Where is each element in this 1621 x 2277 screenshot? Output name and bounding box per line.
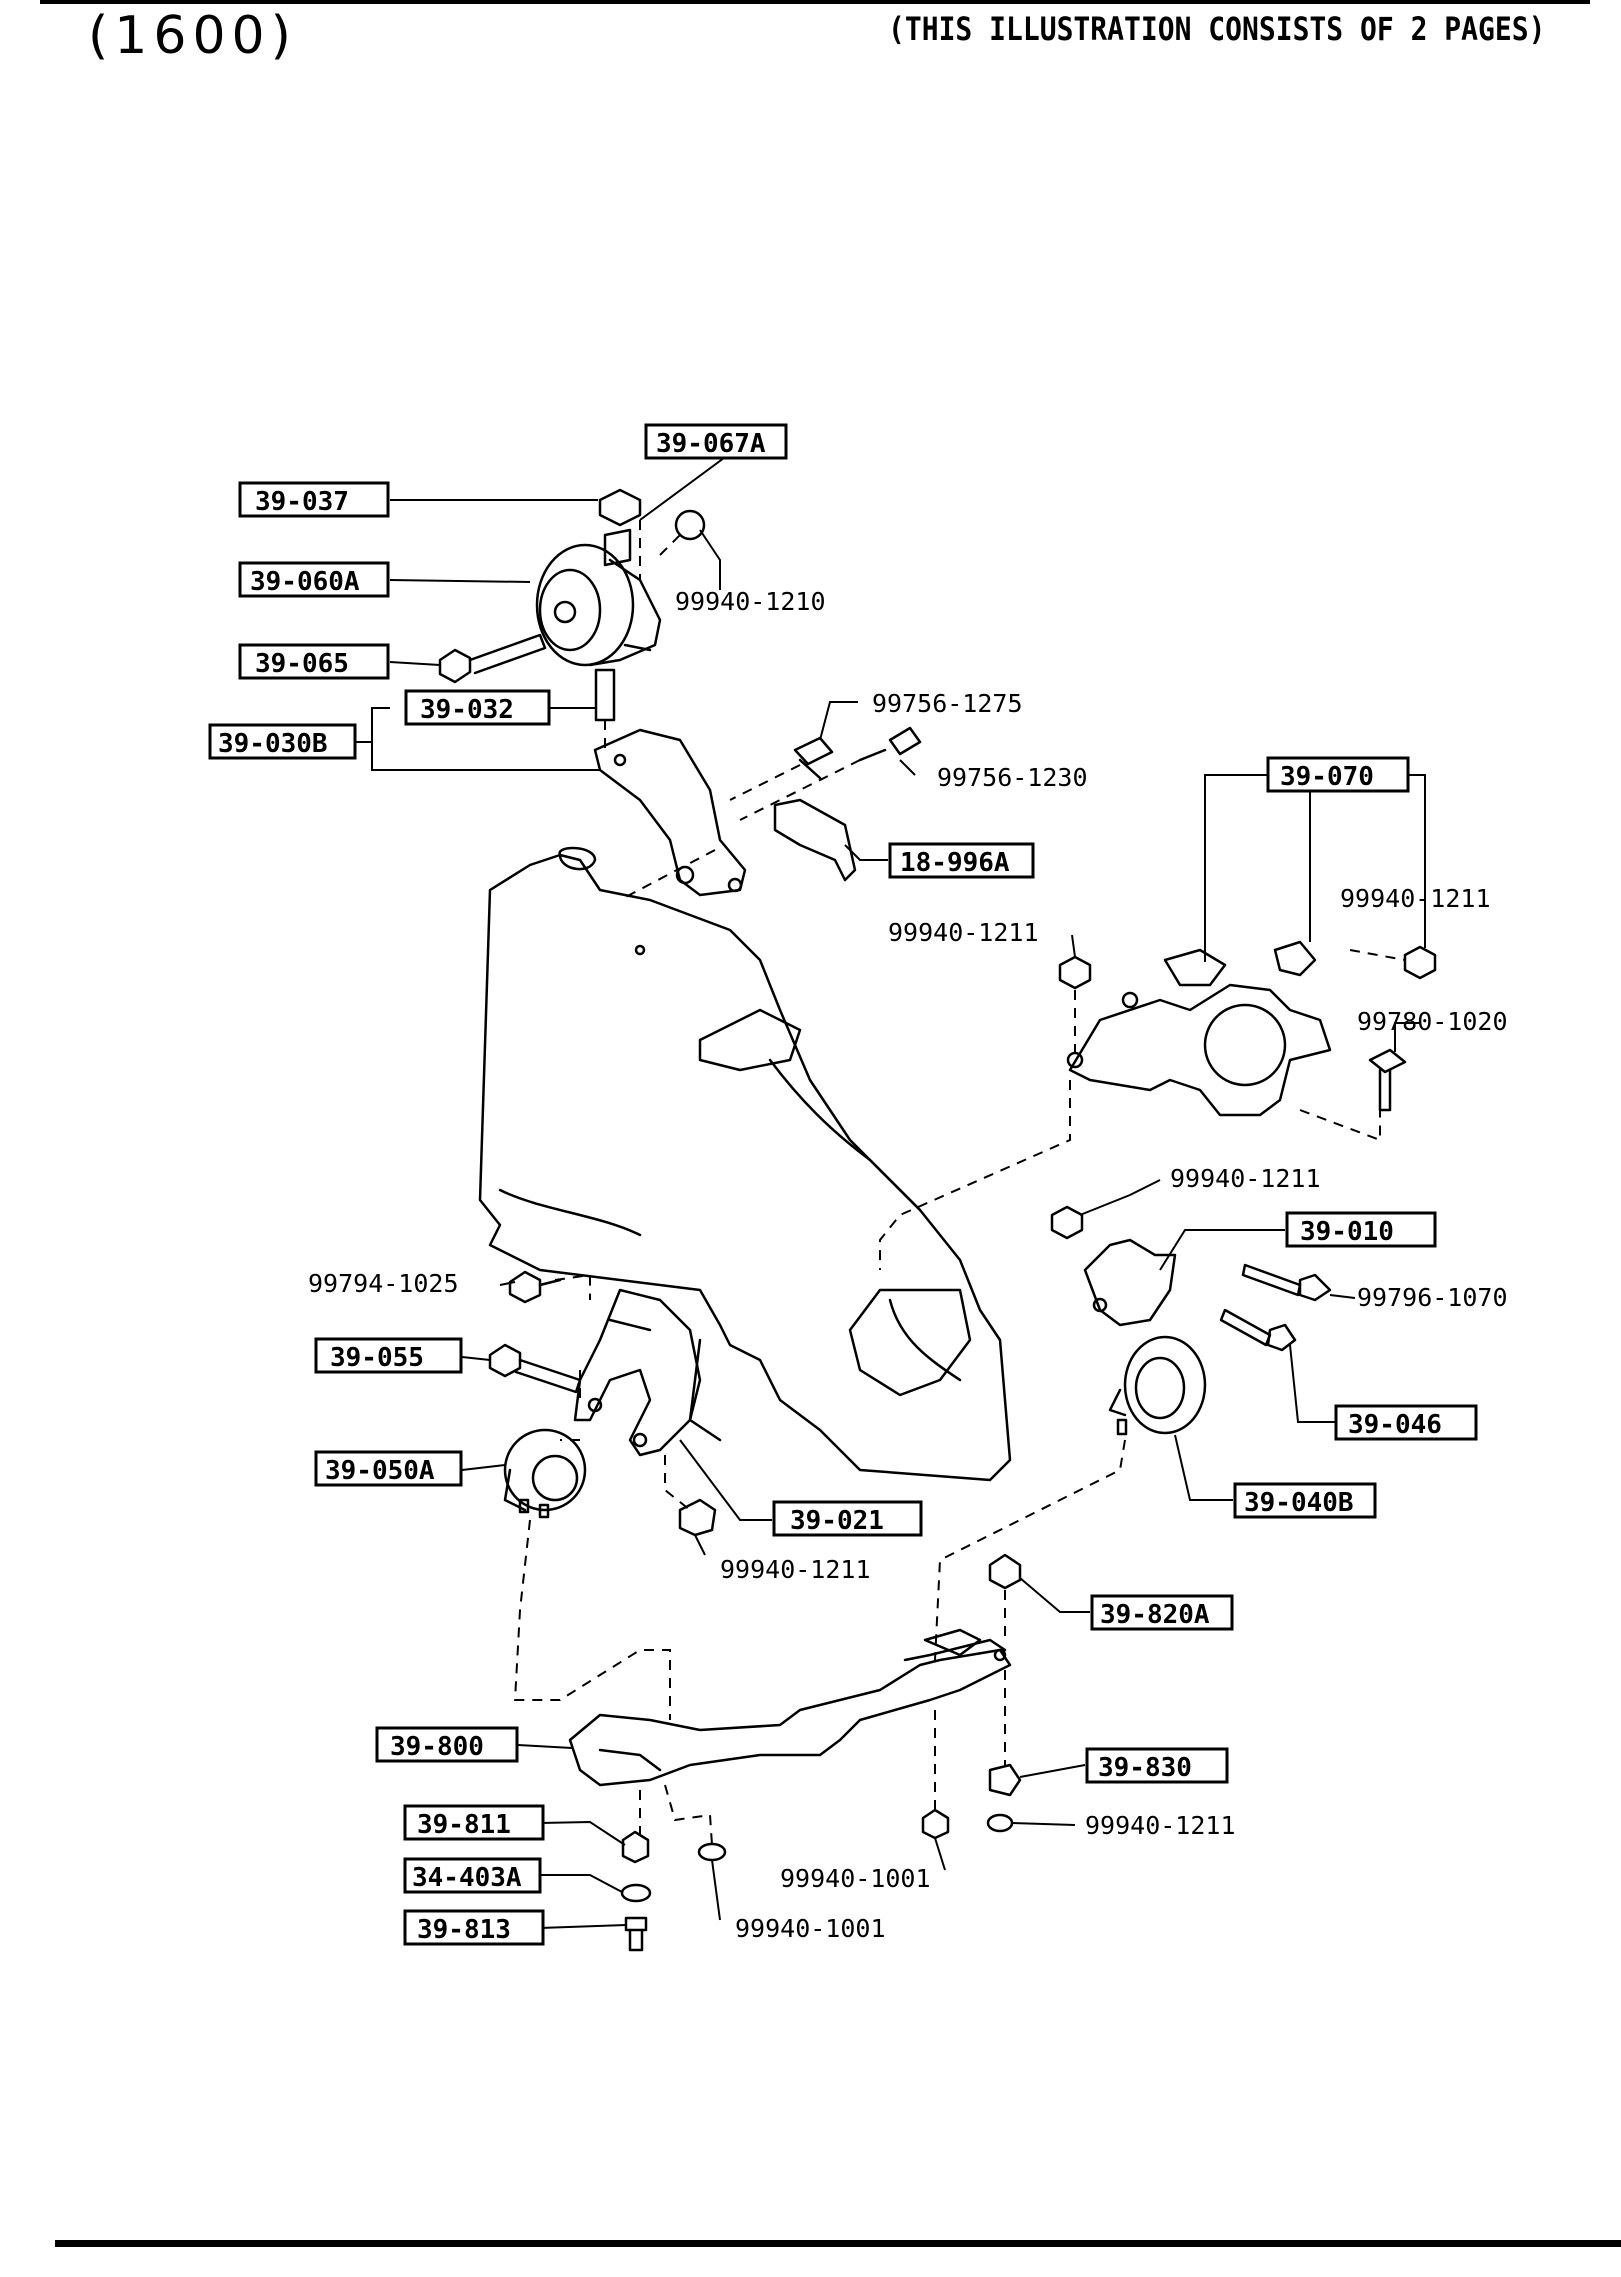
top-mount-rubber <box>535 543 662 667</box>
bolt-39-046 <box>1219 1308 1297 1352</box>
callout-39-021: 39-021 <box>790 1506 884 1536</box>
bolt-99794-1025 <box>508 1270 562 1304</box>
part-99780-1020: 99780-1020 <box>1357 1007 1508 1036</box>
nut-99940-1211-lower-left <box>678 1498 717 1537</box>
nut-39-820A <box>988 1553 1022 1590</box>
nut-39-037 <box>598 488 642 527</box>
part-99940-1211-right: 99940-1211 <box>1340 884 1491 913</box>
callout-39-037: 39-037 <box>255 487 349 517</box>
callout-boxes <box>208 423 1478 1946</box>
part-99940-1001-right: 99940-1001 <box>780 1864 931 1893</box>
top-rule <box>40 0 1590 4</box>
bracket-39-021 <box>573 1288 702 1457</box>
mount-39-040B <box>1108 1335 1207 1436</box>
washer-99940-1210 <box>674 509 706 541</box>
callout-39-046: 39-046 <box>1348 1410 1442 1440</box>
nut-99940-1211-right-b <box>1403 945 1437 980</box>
bolt-39-055 <box>488 1343 582 1394</box>
callout-39-830: 39-830 <box>1098 1753 1192 1783</box>
page-code: (1600) <box>88 6 297 66</box>
part-99940-1001-left: 99940-1001 <box>735 1914 886 1943</box>
collar-39-067A <box>603 528 632 567</box>
callout-18-996A: 18-996A <box>900 848 1010 878</box>
callout-labels: 39-067A 39-037 39-060A 39-065 39-032 39-… <box>218 429 1442 1945</box>
plate-18-996A <box>773 798 857 882</box>
bolt-39-813 <box>624 1916 648 1952</box>
bottom-rule <box>55 2240 1621 2247</box>
bracket-39-010 <box>1083 1238 1177 1327</box>
part-99796-1070: 99796-1070 <box>1357 1283 1508 1312</box>
callout-39-813: 39-813 <box>417 1915 511 1945</box>
bracket-39-030B <box>593 728 747 897</box>
crossmember-39-800 <box>568 1628 1012 1787</box>
bolt-99756-1275 <box>793 736 834 780</box>
nut-99940-1211-center <box>1050 1205 1084 1240</box>
page-note: (THIS ILLUSTRATION CONSISTS OF 2 PAGES) <box>888 10 1546 48</box>
callout-39-070: 39-070 <box>1280 762 1374 792</box>
callout-39-067A: 39-067A <box>656 429 766 459</box>
callout-34-403A: 34-403A <box>412 1863 522 1893</box>
bolt-39-065 <box>438 633 547 684</box>
washer-99940-1211-bottom <box>986 1813 1014 1833</box>
mount-39-050A <box>503 1428 587 1519</box>
part-99940-1211-bottom: 99940-1211 <box>1085 1811 1236 1840</box>
nut-39-811 <box>621 1830 650 1864</box>
part-99756-1230: 99756-1230 <box>937 763 1088 792</box>
callout-39-055: 39-055 <box>330 1343 424 1373</box>
callout-39-811: 39-811 <box>417 1810 511 1840</box>
callout-39-010: 39-010 <box>1300 1217 1394 1247</box>
stud-39-032 <box>594 668 616 722</box>
callout-39-800: 39-800 <box>390 1732 484 1762</box>
part-99794-1025: 99794-1025 <box>308 1269 459 1298</box>
part-99940-1210: 99940-1210 <box>675 587 826 616</box>
part-99940-1211-left-of-mount: 99940-1211 <box>888 918 1039 947</box>
part-99940-1211-lower-left: 99940-1211 <box>720 1555 871 1584</box>
right-mount-39-070 <box>1066 940 1332 1117</box>
bushing-39-830 <box>988 1763 1022 1797</box>
assembly-lines <box>513 520 1406 1846</box>
washer-99940-1001-left <box>697 1842 727 1862</box>
callout-39-060A: 39-060A <box>250 567 360 597</box>
bolt-99756-1230 <box>858 726 922 762</box>
part-99940-1211-center: 99940-1211 <box>1170 1164 1321 1193</box>
part-99756-1275: 99756-1275 <box>872 689 1023 718</box>
callout-39-040B: 39-040B <box>1244 1488 1354 1518</box>
washer-34-403A <box>620 1883 652 1903</box>
nut-99940-1211-right-a <box>1058 955 1092 990</box>
nut-99940-1001-right <box>921 1808 950 1840</box>
bolt-99780-1020 <box>1368 1048 1407 1112</box>
callout-39-050A: 39-050A <box>325 1456 435 1486</box>
callout-39-030B: 39-030B <box>218 729 328 759</box>
callout-39-032: 39-032 <box>420 695 514 725</box>
bolt-99796-1070 <box>1241 1263 1332 1302</box>
part-number-labels: 99940-1210 99756-1275 99756-1230 99940-1… <box>308 587 1508 1943</box>
callout-39-065: 39-065 <box>255 649 349 679</box>
callout-39-820A: 39-820A <box>1100 1600 1210 1630</box>
